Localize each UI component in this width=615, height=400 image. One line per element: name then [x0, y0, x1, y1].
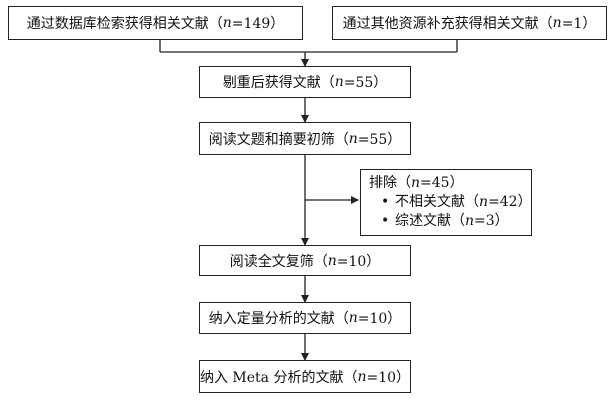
node-title-abstract-screen: 阅读文题和摘要初筛（n=55）: [199, 122, 411, 155]
node-exclusion: 排除（n=45） •不相关文献（n=42） •综述文献（n=3）: [360, 169, 532, 236]
node-database-search: 通过数据库检索获得相关文献（n=149）: [8, 6, 303, 40]
node-meta-analysis: 纳入 Meta 分析的文献（n=10）: [199, 360, 411, 393]
exclusion-item: •不相关文献（n=42）: [381, 194, 532, 210]
exclusion-item: •综述文献（n=3）: [381, 213, 509, 229]
exclusion-title: 排除（n=45）: [369, 175, 464, 191]
node-other-sources: 通过其他资源补充获得相关文献（n=1）: [332, 6, 607, 40]
node-fulltext-screen: 阅读全文复筛（n=10）: [199, 245, 411, 276]
node-deduplicated: 剔重后获得文献（n=55）: [199, 66, 411, 98]
node-quantitative-analysis: 纳入定量分析的文献（n=10）: [199, 302, 411, 334]
